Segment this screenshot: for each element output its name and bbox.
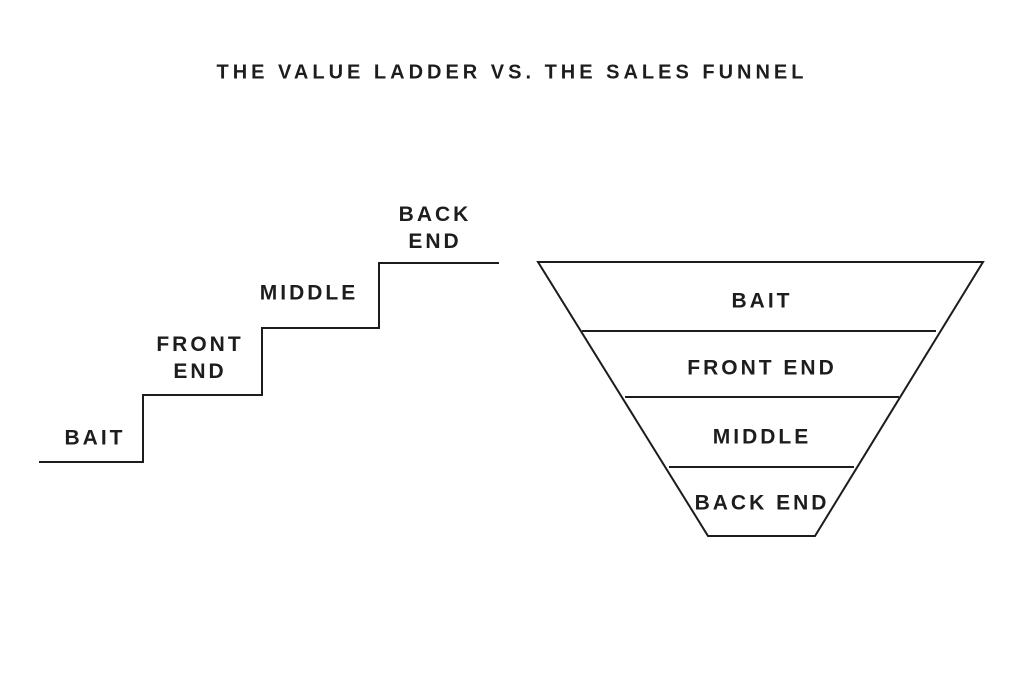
funnel-level-label-front-end: FRONT END [687, 356, 837, 380]
value-ladder-steps-line [39, 262, 499, 463]
ladder-step-label-front-end: FRONT END [156, 333, 244, 383]
funnel-level-label-back-end: BACK END [694, 491, 830, 515]
ladder-step-label-bait: BAIT [64, 426, 126, 450]
funnel-level-label-bait: BAIT [731, 289, 793, 313]
funnel-level-label-middle: MIDDLE [712, 425, 812, 449]
ladder-step-label-middle: MIDDLE [259, 281, 359, 305]
ladder-step-label-back-end: BACK END [398, 203, 472, 253]
funnel-outline [536, 261, 985, 537]
diagram-title: THE VALUE LADDER VS. THE SALES FUNNEL [216, 61, 808, 84]
